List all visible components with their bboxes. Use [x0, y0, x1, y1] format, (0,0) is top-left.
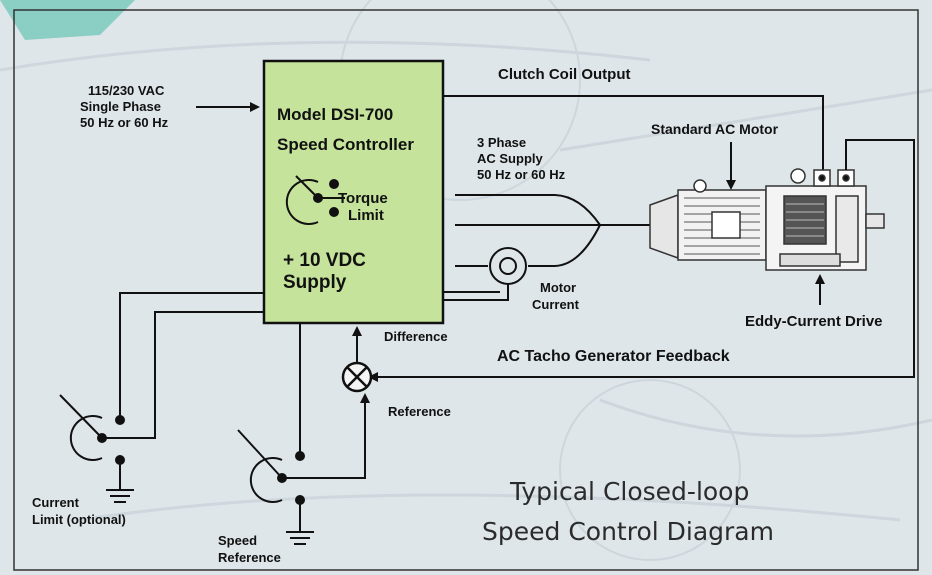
- diagram-title-line1: Typical Closed-loop: [509, 477, 749, 506]
- controller-name: Speed Controller: [277, 135, 414, 154]
- corner-accent: [0, 0, 135, 40]
- input-power-line3: 50 Hz or 60 Hz: [80, 115, 169, 130]
- supply-voltage: + 10 VDC: [283, 250, 366, 271]
- diagram-frame: [13, 9, 919, 571]
- speed-reference-label2: Reference: [218, 550, 281, 565]
- three-phase-line3: 50 Hz or 60 Hz: [477, 167, 566, 182]
- current-limit-potentiometer: [59, 292, 264, 503]
- supply-label: Supply: [283, 272, 347, 293]
- limit-label: Limit: [348, 207, 384, 224]
- input-power-line2: Single Phase: [80, 99, 161, 114]
- reference-label: Reference: [388, 404, 451, 419]
- three-phase-line1: 3 Phase: [477, 135, 526, 150]
- difference-label: Difference: [384, 329, 448, 344]
- summing-junction: [341, 361, 373, 393]
- motor-current-label2: Current: [532, 297, 580, 312]
- controller-box: [262, 59, 445, 325]
- current-limit-label2: Limit (optional): [32, 512, 126, 527]
- torque-limit-potentiometer: [285, 175, 345, 225]
- controller-model: Model DSI-700: [277, 105, 393, 124]
- speed-reference-label1: Speed: [218, 533, 257, 548]
- current-limit-label1: Current: [32, 495, 80, 510]
- motor-current-label1: Motor: [540, 280, 576, 295]
- diagram-title-line2: Speed Control Diagram: [482, 517, 774, 546]
- eddy-current-drive-label: Eddy-Current Drive: [745, 313, 883, 330]
- three-phase-line2: AC Supply: [477, 151, 543, 166]
- blueprint-background: [0, 0, 932, 561]
- tacho-wire-top: [368, 139, 915, 382]
- current-transformer: [489, 247, 527, 285]
- motor-drawing: [649, 168, 885, 271]
- torque-label: Torque: [338, 190, 388, 207]
- tacho-feedback-label: AC Tacho Generator Feedback: [497, 348, 730, 365]
- clutch-coil-output-label: Clutch Coil Output: [498, 66, 630, 83]
- motor-current-wire-1: [443, 284, 509, 301]
- clutch-coil-wire: [443, 95, 824, 175]
- input-power-line1: 115/230 VAC: [88, 83, 165, 98]
- standard-ac-motor-label: Standard AC Motor: [651, 121, 779, 137]
- three-phase-wires: [455, 194, 650, 267]
- speed-reference-potentiometer: [237, 323, 370, 545]
